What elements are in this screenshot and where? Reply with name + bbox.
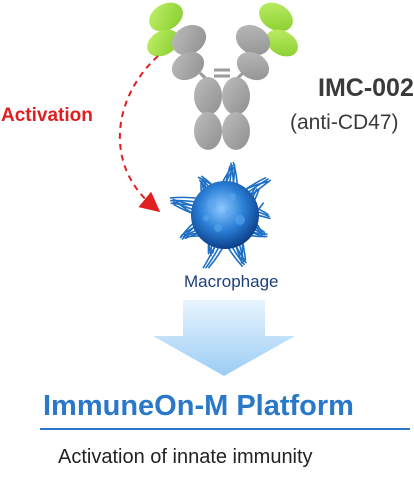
antibody-target: (anti-CD47) xyxy=(290,111,399,134)
platform-title: ImmuneOn-M Platform xyxy=(43,390,354,422)
macrophage-label: Macrophage xyxy=(184,272,279,291)
platform-underline xyxy=(40,428,410,430)
antibody-name: IMC-002 xyxy=(318,74,414,102)
antibody-icon xyxy=(147,2,298,150)
platform-tagline: Activation of innate immunity xyxy=(58,446,313,468)
macrophage-icon xyxy=(169,161,272,269)
activation-label: Activation xyxy=(1,105,93,126)
flow-arrow xyxy=(153,300,295,376)
activation-arrow xyxy=(119,55,161,213)
